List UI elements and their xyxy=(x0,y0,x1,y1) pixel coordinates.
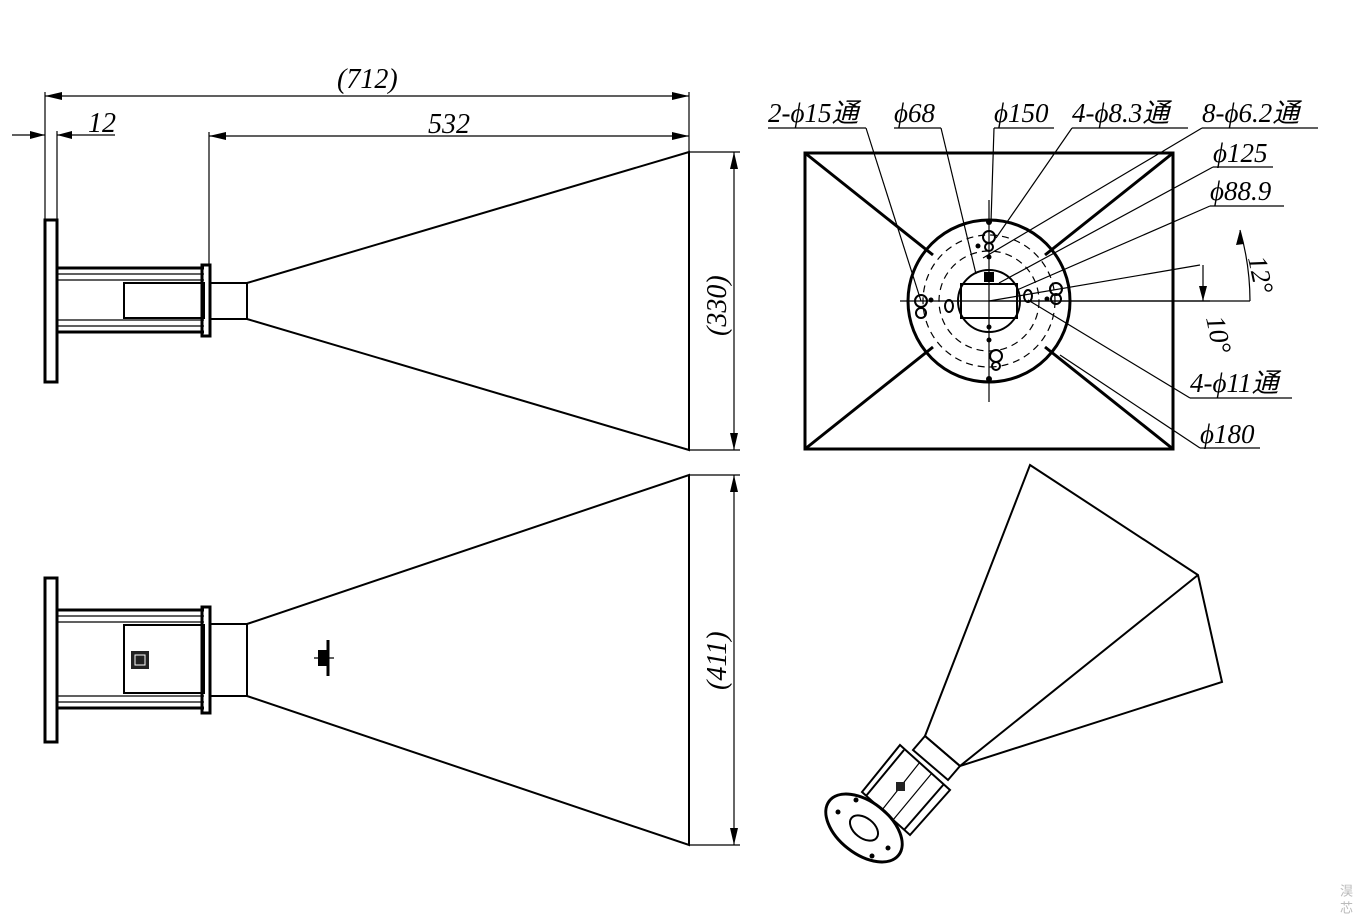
iso-cage-rod-4 xyxy=(892,772,933,821)
iso-hole-3 xyxy=(853,797,859,803)
hole-a xyxy=(975,243,981,249)
iso-hole-4 xyxy=(869,853,875,859)
hole-bottom-small xyxy=(986,376,992,382)
iso-connector-icon xyxy=(896,782,905,791)
iso-cage xyxy=(860,743,952,837)
iso-horn-edge xyxy=(959,574,1199,767)
leader-dia-180 xyxy=(1059,354,1201,449)
label-dia-88-9: ϕ88.9 xyxy=(1210,176,1272,206)
top-view-dimensions: (411) xyxy=(689,474,740,846)
dim-horn-length: 532 xyxy=(428,109,470,140)
label-dia-180: ϕ180 xyxy=(1200,419,1255,449)
front-view-callouts: 2-ϕ15通 ϕ68 ϕ150 4-ϕ8.3通 8-ϕ6.2通 ϕ125 ϕ88… xyxy=(768,98,1318,449)
keyhole-slot-bottom xyxy=(989,349,1003,371)
arrow-flange-b xyxy=(57,131,72,139)
side-adapter-block xyxy=(123,282,205,319)
dim-flange-thickness: 12 xyxy=(88,108,116,139)
front-edge-tr xyxy=(1044,151,1174,257)
leader-holes-6-2 xyxy=(982,127,1203,259)
arrow-top-top xyxy=(730,475,738,492)
top-horn xyxy=(246,473,690,847)
arrow-left-overall xyxy=(45,92,62,100)
side-inner-flange xyxy=(200,263,212,338)
iso-cage-rod-1 xyxy=(865,749,905,797)
hole-b xyxy=(986,324,992,330)
leader-dia-88-9 xyxy=(1016,205,1211,291)
side-view xyxy=(43,150,690,452)
side-throat xyxy=(209,282,248,320)
dim-side-height: (330) xyxy=(702,275,733,336)
front-edge-bl xyxy=(804,345,934,451)
leader-dia-150 xyxy=(990,127,995,223)
front-edge-br xyxy=(1044,345,1174,451)
label-holes-11: 4-ϕ11通 xyxy=(1190,368,1281,398)
side-horn xyxy=(246,150,690,452)
label-holes-6-2: 8-ϕ6.2通 xyxy=(1202,98,1302,128)
top-inner-flange xyxy=(200,605,212,715)
label-holes-8-3: 4-ϕ8.3通 xyxy=(1072,98,1172,128)
side-flange-plate xyxy=(43,218,59,384)
hole-c xyxy=(986,337,992,343)
isometric-view xyxy=(824,463,1224,864)
leader-dia-68 xyxy=(940,127,977,275)
connector-inner xyxy=(134,654,146,666)
label-dia-68: ϕ68 xyxy=(894,98,935,128)
arrow-side-bottom xyxy=(730,433,738,450)
arrow-horn-left xyxy=(209,132,226,140)
connector-icon xyxy=(131,651,149,669)
side-view-dimensions: (712) 12 532 (330) xyxy=(12,64,740,451)
top-adapter-block xyxy=(123,624,205,694)
arrow-angle-12 xyxy=(1236,230,1244,245)
angle-line-12 xyxy=(988,264,1201,302)
slot-right-inner xyxy=(1023,289,1033,303)
dim-top-height: (411) xyxy=(702,631,733,690)
iso-hole-1 xyxy=(835,809,841,815)
top-flange-plate xyxy=(43,576,59,744)
iso-horn-body xyxy=(923,463,1224,768)
label-dia-125: ϕ125 xyxy=(1213,138,1267,168)
arrow-top-bottom xyxy=(730,828,738,845)
keyhole-slot-top xyxy=(982,230,996,252)
label-angle-10: 10° xyxy=(1200,313,1237,356)
arrow-angle-10 xyxy=(1199,286,1207,301)
hole-left-small xyxy=(928,297,934,303)
iso-throat xyxy=(911,734,962,782)
iso-flange-bore xyxy=(848,814,880,842)
dim-overall-length: (712) xyxy=(337,64,398,95)
arrow-side-top xyxy=(730,152,738,169)
top-view xyxy=(43,473,690,847)
leader-dia-125 xyxy=(998,166,1214,284)
port-mark xyxy=(984,272,994,282)
slot-left-inner xyxy=(944,299,954,313)
iso-cage-rod-2 xyxy=(903,783,945,831)
leader-holes-8-3 xyxy=(995,127,1073,239)
iso-flange-disk xyxy=(824,792,904,864)
arrow-flange-a xyxy=(30,131,45,139)
watermark-text: 淏 芯 xyxy=(1337,883,1352,914)
hole-right-small xyxy=(1044,296,1050,302)
arrow-horn-right xyxy=(672,132,689,140)
front-edge-tl xyxy=(804,151,934,257)
arrow-right-overall xyxy=(672,92,689,100)
keyhole-slot-left xyxy=(914,294,928,319)
top-throat xyxy=(209,623,248,697)
label-dia-150: ϕ150 xyxy=(994,98,1049,128)
label-holes-15: 2-ϕ15通 xyxy=(768,98,861,128)
label-angle-12: 12° xyxy=(1242,253,1279,296)
leader-holes-15 xyxy=(865,127,922,302)
leader-holes-11 xyxy=(1027,299,1191,399)
iso-hole-2 xyxy=(885,845,891,851)
